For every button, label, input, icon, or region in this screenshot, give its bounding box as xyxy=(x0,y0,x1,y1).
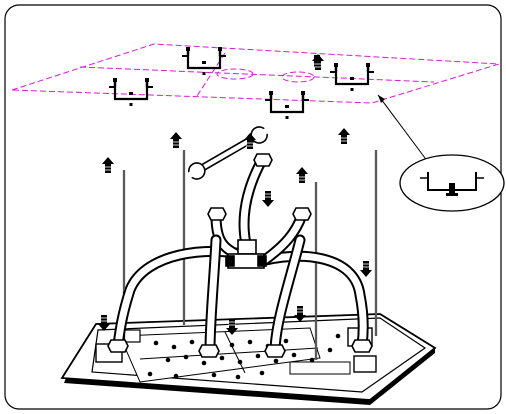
wrench-icon xyxy=(186,126,270,180)
fittings xyxy=(107,153,373,358)
detail-callout xyxy=(377,94,505,212)
hoses xyxy=(112,154,369,356)
base-plate xyxy=(60,313,437,405)
ceiling-plane xyxy=(11,43,500,104)
